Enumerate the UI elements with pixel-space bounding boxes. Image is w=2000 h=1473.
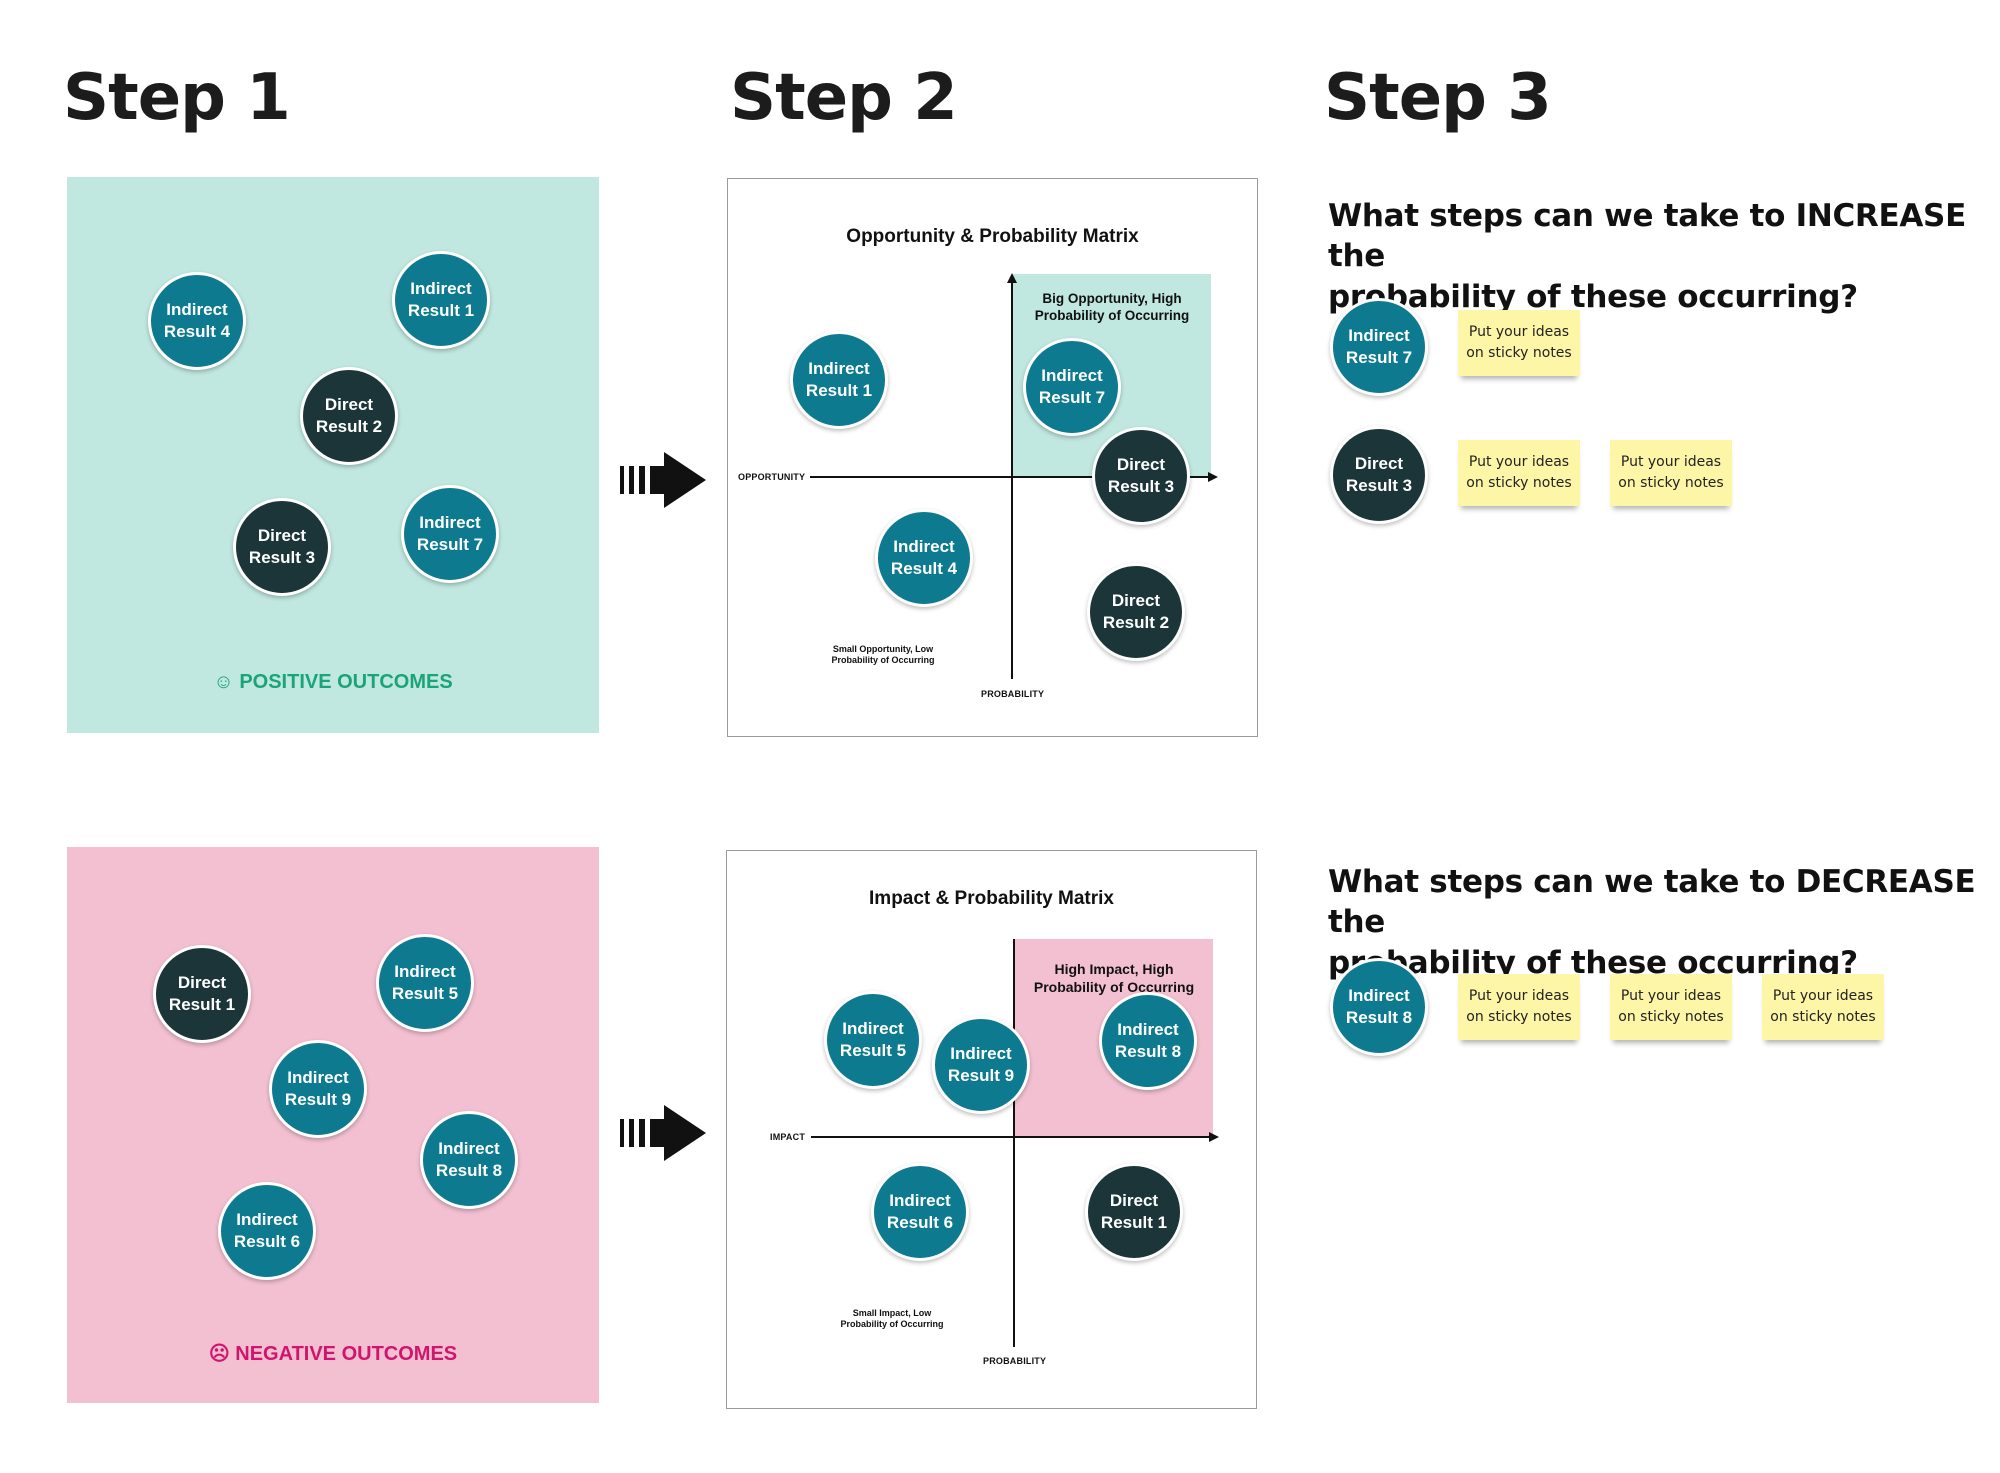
arrow-right-icon xyxy=(620,1105,706,1161)
frown-icon: ☹ xyxy=(208,1343,230,1365)
step-1-title: Step 1 xyxy=(63,61,291,135)
matrix-title: Impact & Probability Matrix xyxy=(869,888,1114,909)
arrow-right-icon xyxy=(620,452,706,508)
x-axis-label: IMPACT xyxy=(770,1132,806,1142)
smile-icon: ☺ xyxy=(213,671,234,693)
x-axis-arrowhead xyxy=(1208,472,1218,482)
matrix-title: Opportunity & Probability Matrix xyxy=(846,226,1139,247)
x-axis-arrowhead xyxy=(1209,1132,1219,1142)
step-3-title: Step 3 xyxy=(1324,61,1552,135)
y-axis xyxy=(1011,281,1013,679)
y-axis-label: PROBABILITY xyxy=(981,689,1045,699)
y-axis-label: PROBABILITY xyxy=(983,1356,1047,1366)
negative-outcomes-label: ☹ NEGATIVE OUTCOMES xyxy=(208,1343,458,1365)
x-axis-label: OPPORTUNITY xyxy=(738,472,806,482)
x-axis xyxy=(811,1136,1211,1138)
positive-outcomes-label: ☺ POSITIVE OUTCOMES xyxy=(213,671,453,693)
x-axis xyxy=(810,476,1210,478)
step-2-title: Step 2 xyxy=(730,61,958,135)
y-axis-arrowhead xyxy=(1007,273,1017,283)
impact-probability-matrix: Impact & Probability Matrix High Impact,… xyxy=(726,850,1257,1409)
y-axis xyxy=(1013,939,1015,1347)
opportunity-probability-matrix: Opportunity & Probability Matrix Big Opp… xyxy=(727,178,1258,737)
